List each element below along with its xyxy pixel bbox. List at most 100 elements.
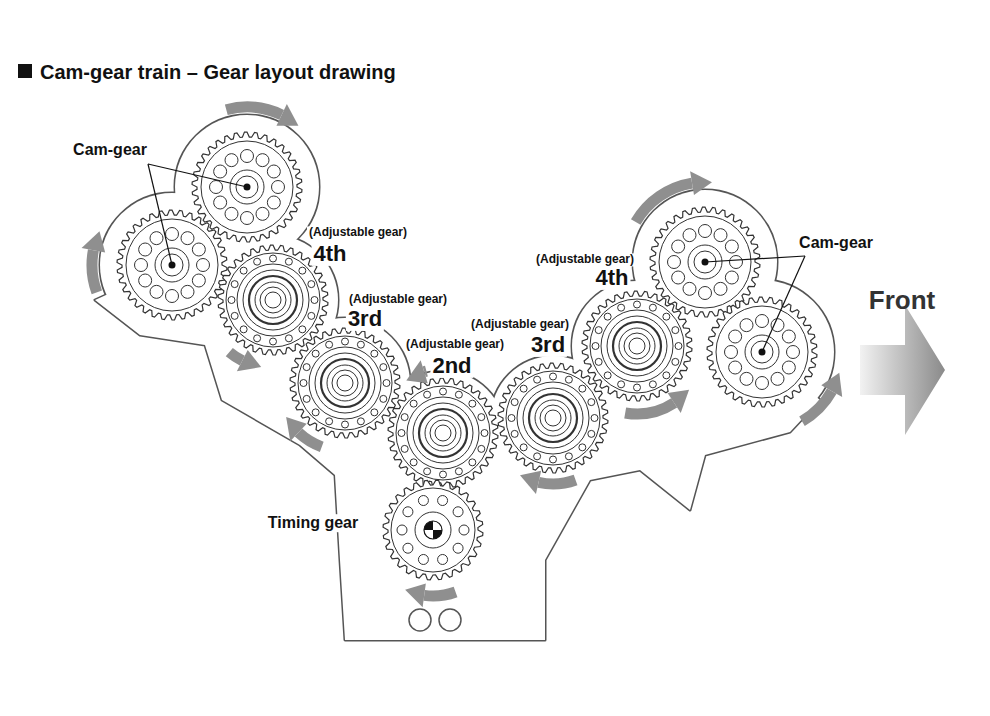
gear-hole [150, 232, 163, 245]
gear-hole [383, 380, 390, 387]
leader-line [762, 256, 805, 352]
gear-teeth [388, 378, 498, 488]
gear-ring [265, 292, 281, 308]
gear-ring [590, 299, 684, 393]
crank-center-symbol [433, 530, 442, 539]
gear-ring [535, 400, 571, 436]
direction-label: Front [867, 286, 937, 315]
gear-number: 3rd [529, 333, 567, 357]
rotation-arrow [82, 231, 106, 292]
gear-hole [270, 338, 277, 345]
gear-ring [237, 264, 309, 336]
gear-hole [403, 507, 413, 517]
gear-hole [520, 444, 527, 451]
gear-hole [371, 409, 378, 416]
rotation-arrow [405, 584, 455, 608]
gear-hole [197, 259, 210, 272]
gear-hole [453, 507, 463, 517]
gear-hole [256, 154, 269, 167]
gear-ring [435, 425, 451, 441]
gear-hole [308, 281, 315, 288]
gear-hole [410, 400, 417, 407]
gear [383, 480, 483, 580]
rotation-arrowhead [276, 104, 298, 126]
gear-hole [683, 282, 696, 295]
gear-hole [730, 256, 743, 269]
rotation-arrow [226, 104, 298, 126]
gear-hole [410, 459, 417, 466]
gear-note: (Adjustable gear) [534, 253, 636, 266]
gear-hole [254, 335, 261, 342]
gear-hole [453, 543, 463, 553]
gear-hole [478, 445, 485, 452]
rotation-arc [539, 480, 576, 484]
gear-hole [481, 430, 488, 437]
diagram-title: Cam-gear train – Gear layout drawing [40, 60, 396, 84]
part-name: Timing gear [266, 514, 360, 532]
gear-hole [511, 430, 518, 437]
gear-hole [565, 376, 572, 383]
gear-hole [725, 240, 738, 253]
gear-hole [550, 456, 557, 463]
gear-ring [249, 276, 297, 324]
part-name: Cam-gear [71, 141, 149, 159]
gear-hole [181, 232, 194, 245]
gear-hole [618, 304, 625, 311]
gear-ring [391, 488, 475, 572]
rotation-arrowhead [237, 350, 261, 371]
gear-hole [534, 376, 541, 383]
gear-hole [714, 229, 727, 242]
gear-hole [668, 256, 681, 269]
gear-hole [303, 364, 310, 371]
gear-ring [624, 333, 650, 359]
gear-hole [371, 350, 378, 357]
gear-note: (Adjustable gear) [404, 338, 506, 351]
gear-hole [438, 554, 448, 564]
gear-hole [782, 361, 795, 374]
gear-hole [181, 285, 194, 298]
gear-ring [540, 405, 566, 431]
gear-number: 4th [312, 242, 349, 266]
gear-hole [401, 445, 408, 452]
gear-hole [740, 372, 753, 385]
gear-teeth [582, 291, 692, 401]
gear-hole [254, 258, 261, 265]
gear-hole [418, 554, 428, 564]
gear-set [117, 132, 817, 580]
gear-hole [308, 312, 315, 319]
gear-hole [241, 150, 254, 163]
rotation-arrow [520, 471, 576, 494]
gear-ring [332, 370, 358, 396]
gear-hole [534, 453, 541, 460]
gear-hole [285, 335, 292, 342]
gear-hole [299, 267, 306, 274]
part-name: Cam-gear [797, 234, 875, 252]
gear-ring [413, 403, 473, 463]
gear [498, 363, 608, 473]
gear-teeth [290, 328, 400, 438]
gear-ring [517, 382, 589, 454]
gear-ring [327, 365, 363, 401]
gear-ring [255, 282, 291, 318]
gear-hole [565, 453, 572, 460]
gear-hole [634, 384, 641, 391]
gear-hole [683, 229, 696, 242]
gear-hole [438, 496, 448, 506]
gear-ring [629, 338, 645, 354]
gear-teeth [498, 363, 608, 473]
gear-hole [649, 381, 656, 388]
gear-ring [407, 397, 479, 469]
gear-hole [380, 395, 387, 402]
rotation-arrow [229, 350, 261, 371]
gear-hole [672, 358, 679, 365]
leader-line [148, 164, 247, 187]
rotation-arrow [406, 360, 427, 383]
gear-ring [309, 347, 381, 419]
rotation-arc [92, 250, 97, 292]
engine-housing [95, 115, 834, 640]
gear-ring [523, 388, 583, 448]
gear-hole [604, 372, 611, 379]
gear-hole [210, 181, 223, 194]
gear-hole [214, 165, 227, 178]
gear-hole [303, 395, 310, 402]
